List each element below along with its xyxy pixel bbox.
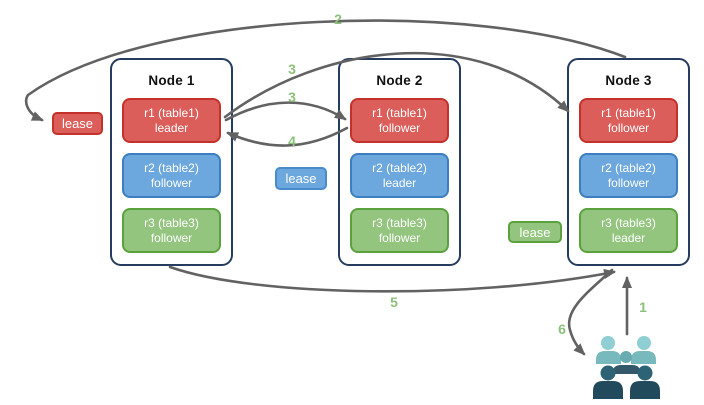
node-3-replica-r1: r1 (table1) follower [579, 98, 678, 143]
lease-badge-green: lease [508, 221, 562, 243]
node-2-replica-r2: r2 (table2) leader [350, 153, 449, 198]
node-3-box: Node 3 r1 (table1) follower r2 (table2) … [567, 58, 690, 266]
step-label-1: 1 [639, 299, 647, 315]
replica-role: leader [611, 230, 646, 245]
replica-name: r3 (table3) [601, 215, 656, 230]
replica-role: leader [382, 175, 417, 190]
replica-name: r1 (table1) [601, 105, 656, 120]
person-icon-back-right [631, 336, 656, 364]
node-2-replica-r1: r1 (table1) follower [350, 98, 449, 143]
node-2-replica-r3: r3 (table3) follower [350, 208, 449, 253]
arrow-step-5 [168, 265, 616, 293]
step-label-4: 4 [288, 133, 296, 149]
users-group-icon [593, 336, 660, 399]
person-icon-front-right [630, 365, 660, 399]
arrow-step-3-to-node2 [224, 101, 347, 122]
replica-role: follower [607, 120, 650, 135]
node-3-replica-r3: r3 (table3) leader [579, 208, 678, 253]
replica-role: follower [607, 175, 650, 190]
replica-role: follower [150, 175, 193, 190]
replica-name: r2 (table2) [601, 160, 656, 175]
step-label-3b: 3 [288, 89, 296, 105]
node-1-replica-r3: r3 (table3) follower [122, 208, 221, 253]
replica-role: leader [154, 120, 189, 135]
node-1-title: Node 1 [148, 73, 195, 88]
node-3-replica-r2: r2 (table2) follower [579, 153, 678, 198]
replica-name: r3 (table3) [372, 215, 427, 230]
node-3-title: Node 3 [605, 73, 652, 88]
person-icon-front-left [593, 365, 623, 399]
replica-role: follower [378, 230, 421, 245]
replica-role: follower [150, 230, 193, 245]
replica-role: follower [378, 120, 421, 135]
replica-name: r2 (table2) [144, 160, 199, 175]
node-1-replica-r2: r2 (table2) follower [122, 153, 221, 198]
node-2-box: Node 2 r1 (table1) follower r2 (table2) … [338, 58, 461, 266]
replica-name: r1 (table1) [144, 105, 199, 120]
lease-badge-red: lease [52, 112, 103, 135]
node-2-title: Node 2 [376, 73, 423, 88]
step-label-3a: 3 [288, 61, 296, 77]
lease-badge-blue: lease [275, 167, 327, 190]
step-label-5: 5 [390, 294, 398, 310]
step-label-2: 2 [334, 11, 342, 27]
replica-name: r1 (table1) [372, 105, 427, 120]
person-icon-back-left [596, 336, 621, 364]
replica-name: r3 (table3) [144, 215, 199, 230]
node-1-replica-r1: r1 (table1) leader [122, 98, 221, 143]
node-1-box: Node 1 r1 (table1) leader r2 (table2) fo… [110, 58, 233, 266]
step-label-6: 6 [558, 321, 566, 337]
person-icon-center [613, 351, 640, 374]
replica-name: r2 (table2) [372, 160, 427, 175]
